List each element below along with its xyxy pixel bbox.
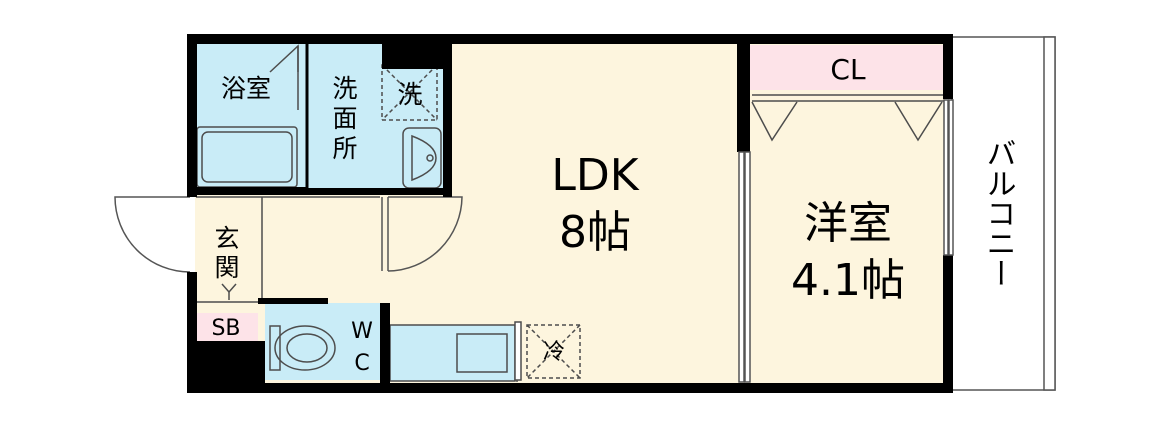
doors	[114, 196, 463, 273]
walls	[187, 34, 953, 393]
toilet-bowl	[274, 325, 336, 371]
ldk-door-swing	[387, 196, 463, 272]
toilet-floor	[265, 303, 380, 380]
shoebox-label: SB	[211, 316, 240, 341]
closet-door-left	[751, 101, 798, 142]
washroom-label-1: 洗	[332, 74, 357, 103]
washer-pan	[381, 64, 438, 121]
fridge-space	[526, 324, 581, 379]
toilet-label-1: W	[351, 319, 373, 344]
closet-label: CL	[830, 53, 866, 86]
labels: 浴室 洗 面 所 洗 玄 関 SB W C 冷 LDK 8帖 CL 洋室 4.1…	[211, 53, 1015, 376]
western-room-name-label: 洋室	[804, 198, 892, 249]
toilet-label-2: C	[354, 351, 369, 376]
fridge-label: 冷	[543, 340, 565, 365]
shoebox-floor	[195, 313, 258, 341]
entrance-door-swing	[114, 196, 191, 273]
balcony-label: バルコニー	[981, 138, 1016, 288]
washroom-label-2: 面	[332, 104, 357, 133]
closet-door-right	[894, 101, 943, 142]
fixtures	[196, 42, 945, 382]
entrance-label-2: 関	[214, 253, 239, 282]
washer-label: 洗	[397, 80, 422, 109]
bathtub-inner	[201, 131, 293, 183]
entrance-label-1: 玄	[214, 224, 239, 253]
sliding-door	[738, 99, 954, 383]
balcony-rail	[1043, 36, 1056, 391]
balcony-floor	[951, 36, 1056, 391]
bathroom-label: 浴室	[221, 74, 271, 103]
western-room-size-label: 4.1帖	[791, 255, 905, 306]
toilet-tank	[269, 325, 281, 371]
ldk-size-label: 8帖	[559, 207, 631, 258]
ldk-name-label: LDK	[551, 150, 639, 201]
washroom-label-3: 所	[332, 134, 357, 163]
bathroom-floor	[195, 42, 307, 195]
closet-floor	[750, 45, 945, 90]
